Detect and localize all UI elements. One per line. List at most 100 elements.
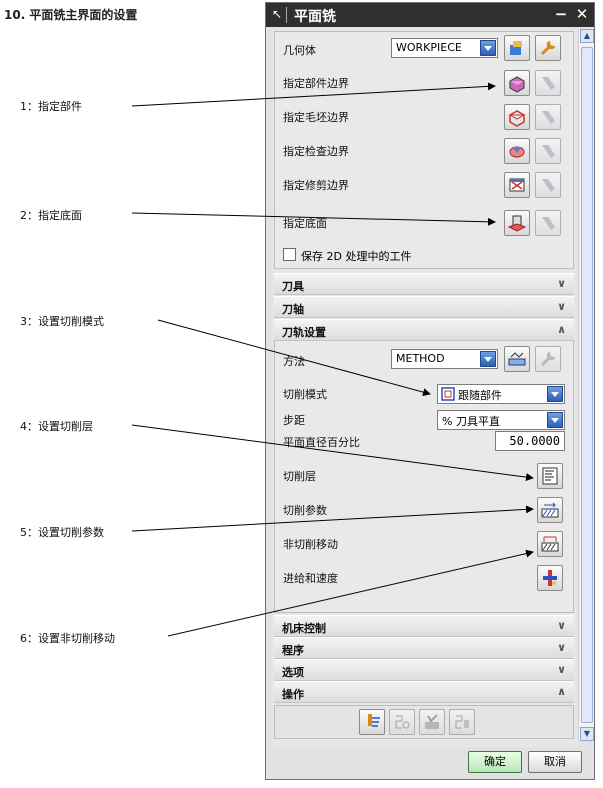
part-boundary-icon <box>509 76 525 93</box>
scroll-down-icon[interactable]: ▼ <box>580 727 594 741</box>
edit-geometry-button[interactable] <box>535 35 561 61</box>
geometry-label: 几何体 <box>283 44 316 57</box>
cut-pattern-label: 切削模式 <box>283 388 327 401</box>
flashlight-icon <box>542 111 555 124</box>
ok-button[interactable]: 确定 <box>468 751 522 773</box>
noncut-moves-icon <box>541 536 559 552</box>
save-2d-workpiece-checkbox[interactable] <box>283 248 296 261</box>
cut-params-row: 切削参数 <box>275 495 575 525</box>
cut-levels-label: 切削层 <box>283 470 316 483</box>
annotation-specify-part: 1：指定部件 <box>20 100 82 113</box>
geometry-icon <box>510 41 522 55</box>
dialog-titlebar: ↖ 平面铣 − ✕ <box>266 3 594 27</box>
noncut-moves-label: 非切削移动 <box>283 538 338 551</box>
scrollbar-thumb[interactable] <box>581 47 593 723</box>
edit-method-button[interactable] <box>535 346 561 372</box>
chevron-down-icon: ∨ <box>557 277 566 290</box>
minimize-icon[interactable]: − <box>554 5 568 23</box>
chevron-down-icon <box>547 412 563 428</box>
display-floor-button[interactable] <box>535 210 561 236</box>
specify-part-button[interactable] <box>504 70 530 96</box>
specify-check-row: 指定检查边界 <box>275 136 575 166</box>
floor-plane-icon <box>507 215 527 232</box>
display-blank-button[interactable] <box>535 104 561 130</box>
method-select[interactable]: METHOD <box>391 349 498 369</box>
chevron-down-icon <box>547 386 563 402</box>
noncut-moves-button[interactable] <box>537 531 563 557</box>
specify-trim-button[interactable] <box>504 172 530 198</box>
confirm-button[interactable] <box>419 709 445 735</box>
flashlight-icon <box>542 77 555 90</box>
cut-levels-button[interactable] <box>537 463 563 489</box>
check-boundary-icon <box>509 146 525 158</box>
generate-button[interactable] <box>359 709 385 735</box>
section-machine-control[interactable]: 机床控制 ∨ <box>274 615 574 637</box>
section-tool-axis[interactable]: 刀轴 ∨ <box>274 296 574 318</box>
flashlight-icon <box>542 217 555 230</box>
display-check-button[interactable] <box>535 138 561 164</box>
replay-icon <box>395 715 410 729</box>
cut-params-button[interactable] <box>537 497 563 523</box>
dialog-menu-icon[interactable]: ↖ <box>272 7 283 21</box>
chevron-up-icon: ∧ <box>557 685 566 698</box>
cancel-button[interactable]: 取消 <box>528 751 582 773</box>
specify-check-label: 指定检查边界 <box>283 145 349 158</box>
chevron-down-icon <box>480 40 496 56</box>
specify-floor-button[interactable] <box>504 210 530 236</box>
noncut-moves-row: 非切削移动 <box>275 529 575 559</box>
specify-part-label: 指定部件边界 <box>283 77 349 90</box>
specify-floor-label: 指定底面 <box>283 217 327 230</box>
vertical-scrollbar[interactable]: ▲ ▼ <box>578 29 594 741</box>
trim-boundary-icon <box>509 178 525 192</box>
feeds-speeds-button[interactable] <box>537 565 563 591</box>
section-options[interactable]: 选项 ∨ <box>274 659 574 681</box>
section-tool[interactable]: 刀具 ∨ <box>274 273 574 295</box>
display-part-button[interactable] <box>535 70 561 96</box>
follow-part-icon <box>441 387 455 401</box>
new-geometry-button[interactable] <box>504 35 530 61</box>
new-method-button[interactable] <box>504 346 530 372</box>
cut-pattern-row: 切削模式 跟随部件 <box>275 379 575 409</box>
specify-blank-button[interactable] <box>504 104 530 130</box>
specify-blank-label: 指定毛坯边界 <box>283 111 349 124</box>
specify-check-button[interactable] <box>504 138 530 164</box>
scroll-up-icon[interactable]: ▲ <box>580 29 594 43</box>
specify-part-row: 指定部件边界 <box>275 68 575 98</box>
dialog-title: 平面铣 <box>294 9 336 25</box>
annotation-specify-floor: 2：指定底面 <box>20 209 82 222</box>
list-icon <box>455 715 469 729</box>
feeds-speeds-row: 进给和速度 <box>275 563 575 593</box>
cut-params-icon <box>541 502 559 518</box>
cut-pattern-select[interactable]: 跟随部件 <box>437 384 565 404</box>
annotation-cut-parameters: 5：设置切削参数 <box>20 526 104 539</box>
close-icon[interactable]: ✕ <box>575 5 589 23</box>
cut-levels-row: 切削层 <box>275 461 575 491</box>
section-path-settings[interactable]: 刀轨设置 ∧ <box>274 319 574 341</box>
display-trim-button[interactable] <box>535 172 561 198</box>
wrench-icon <box>540 40 556 56</box>
geometry-select[interactable]: WORKPIECE <box>391 38 498 58</box>
specify-trim-row: 指定修剪边界 <box>275 170 575 200</box>
method-label: 方法 <box>283 355 305 368</box>
flashlight-icon <box>542 179 555 192</box>
feeds-speeds-label: 进给和速度 <box>283 572 338 585</box>
flashlight-icon <box>542 145 555 158</box>
planar-mill-dialog: ↖ 平面铣 − ✕ 几何体 WORKPIECE 指定部件边界 <box>265 2 595 780</box>
chevron-down-icon: ∨ <box>557 300 566 313</box>
section-program[interactable]: 程序 ∨ <box>274 637 574 659</box>
cut-levels-icon <box>542 467 558 485</box>
specify-blank-row: 指定毛坯边界 <box>275 102 575 132</box>
replay-button[interactable] <box>389 709 415 735</box>
chevron-up-icon: ∧ <box>557 323 566 336</box>
dialog-content: 几何体 WORKPIECE 指定部件边界 <box>272 29 578 747</box>
chevron-down-icon: ∨ <box>557 641 566 654</box>
blank-boundary-icon <box>508 110 526 127</box>
section-actions[interactable]: 操作 ∧ <box>274 681 574 703</box>
percent-input[interactable]: 50.0000 <box>495 431 565 451</box>
feeds-speeds-icon <box>543 570 557 586</box>
percent-label: 平面直径百分比 <box>283 436 360 449</box>
percent-row: 平面直径百分比 50.0000 <box>275 427 575 457</box>
list-button[interactable] <box>449 709 475 735</box>
chevron-down-icon <box>480 351 496 367</box>
cut-params-label: 切削参数 <box>283 504 327 517</box>
